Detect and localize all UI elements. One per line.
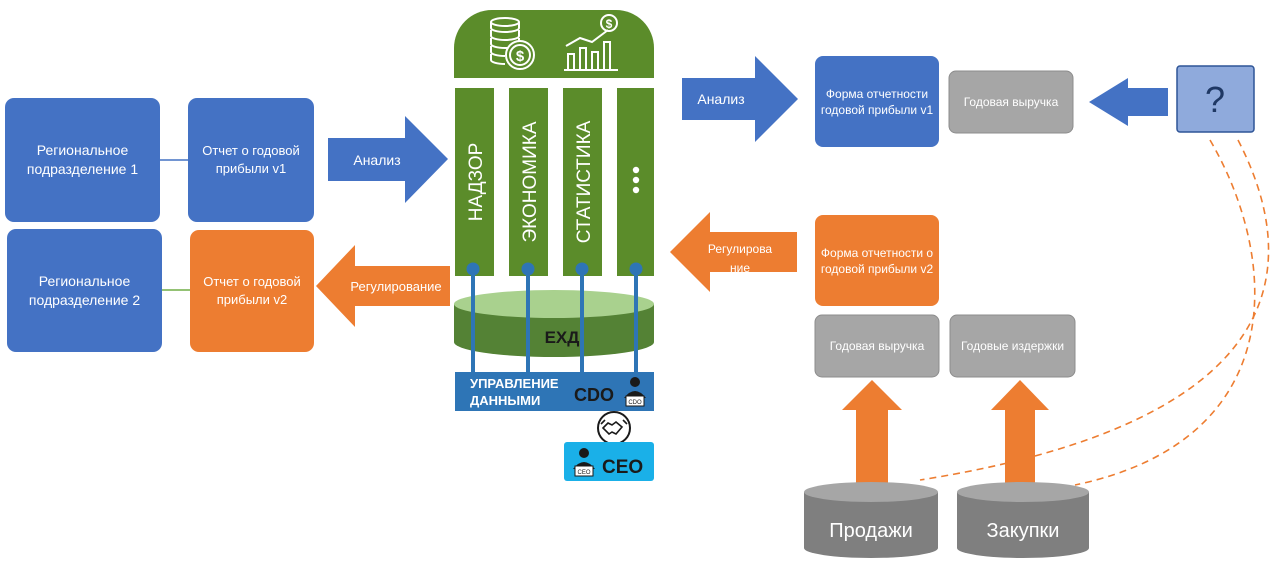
unknown-source-label: ? <box>1205 79 1225 120</box>
data-management-bar[interactable]: УПРАВЛЕНИЕ ДАННЫМИ CDO <box>455 372 654 411</box>
report-v2-box[interactable]: Отчет о годовой прибыли v2 <box>190 230 314 352</box>
regulation-label-left: Регулирование <box>350 279 441 294</box>
regulation-arrow-left: Регулирование <box>316 245 450 327</box>
column-economics[interactable]: ЭКОНОМИКА <box>509 88 548 276</box>
ceo-badge-label: CEO <box>577 470 590 476</box>
ceo-label: CEO <box>602 457 643 478</box>
form-v1-label: Форма отчетности годовой прибыли v1 <box>820 86 934 117</box>
report-v1-label: Отчет о годовой прибыли v1 <box>202 143 300 176</box>
svg-text:$: $ <box>516 48 525 65</box>
edw-label: ЕХД <box>545 328 580 347</box>
data-management-line2: ДАННЫМИ <box>470 393 540 408</box>
purchases-db-label: Закупки <box>987 520 1060 542</box>
ceo-person-icon: CEO <box>573 448 595 477</box>
annual-costs-label: Годовые издержки <box>960 339 1065 353</box>
cdo-badge-label: CDO <box>628 400 642 406</box>
annual-revenue-label: Годовая выручка <box>829 339 925 353</box>
dashed-link-sales <box>919 139 1270 481</box>
growth-chart-icon: $ <box>564 14 618 71</box>
report-v1-box[interactable]: Отчет о годовой прибыли v1 <box>188 98 314 222</box>
cdo-label: CDO <box>574 385 614 405</box>
column-supervision-label: НАДЗОР <box>466 143 487 222</box>
column-supervision[interactable]: НАДЗОР <box>455 88 494 276</box>
source-arrow <box>1089 78 1168 126</box>
sales-up-arrow <box>842 380 902 497</box>
sales-database[interactable]: Продажи <box>804 482 938 558</box>
data-management-line1: УПРАВЛЕНИЕ <box>470 376 559 391</box>
regulation-label-right-2: ние <box>730 261 750 275</box>
connector-dot <box>629 262 643 276</box>
region1-box[interactable]: Региональное подразделение 1 <box>5 98 160 222</box>
more-dot-icon <box>632 176 640 184</box>
unknown-source-box[interactable]: ? <box>1176 65 1255 133</box>
cdo-person-icon: CDO <box>624 377 646 407</box>
coins-icon: $ <box>490 17 535 70</box>
svg-text:$: $ <box>606 17 613 31</box>
purchases-database[interactable]: Закупки <box>957 482 1089 558</box>
more-dot-icon <box>632 186 640 194</box>
annual-revenue-top-label: Годовая выручка <box>963 95 1059 109</box>
report-v2-label: Отчет о годовой прибыли v2 <box>203 274 301 307</box>
annual-costs-box[interactable]: Годовые издержки <box>949 314 1076 378</box>
domains-header <box>454 10 654 78</box>
analysis-arrow-left: Анализ <box>328 116 448 203</box>
regulation-arrow-right: Регулирова ние <box>670 212 797 292</box>
column-statistics[interactable]: СТАТИСТИКА <box>563 88 602 276</box>
column-connectors <box>471 269 638 372</box>
more-dot-icon <box>632 166 640 174</box>
column-economics-label: ЭКОНОМИКА <box>520 121 541 242</box>
analysis-label-right: Анализ <box>697 91 744 107</box>
regulation-label-right-1: Регулирова <box>708 242 773 256</box>
column-statistics-label: СТАТИСТИКА <box>574 120 595 243</box>
form-v2-label: Форма отчетности о годовой прибыли v2 <box>820 245 934 276</box>
analysis-arrow-right: Анализ <box>682 56 798 142</box>
dashed-link-purchases <box>1074 139 1256 486</box>
annual-revenue-box[interactable]: Годовая выручка <box>814 314 940 378</box>
region2-label: Региональное подразделение 2 <box>28 272 141 308</box>
region2-box[interactable]: Региональное подразделение 2 <box>7 229 162 352</box>
edw-database: ЕХД <box>454 290 654 357</box>
handshake-icon <box>597 411 631 445</box>
annual-revenue-top-box[interactable]: Годовая выручка <box>948 70 1074 134</box>
region1-label: Региональное подразделение 1 <box>26 142 139 177</box>
analysis-label-left: Анализ <box>353 152 400 168</box>
sales-db-label: Продажи <box>829 520 913 542</box>
form-v1-box[interactable]: Форма отчетности годовой прибыли v1 <box>815 56 939 147</box>
connector-dot <box>466 262 480 276</box>
connector-dot <box>575 262 589 276</box>
column-more[interactable] <box>617 88 654 276</box>
purchases-up-arrow <box>991 380 1049 485</box>
connector-dot <box>521 262 535 276</box>
form-v2-box[interactable]: Форма отчетности о годовой прибыли v2 <box>815 215 939 306</box>
